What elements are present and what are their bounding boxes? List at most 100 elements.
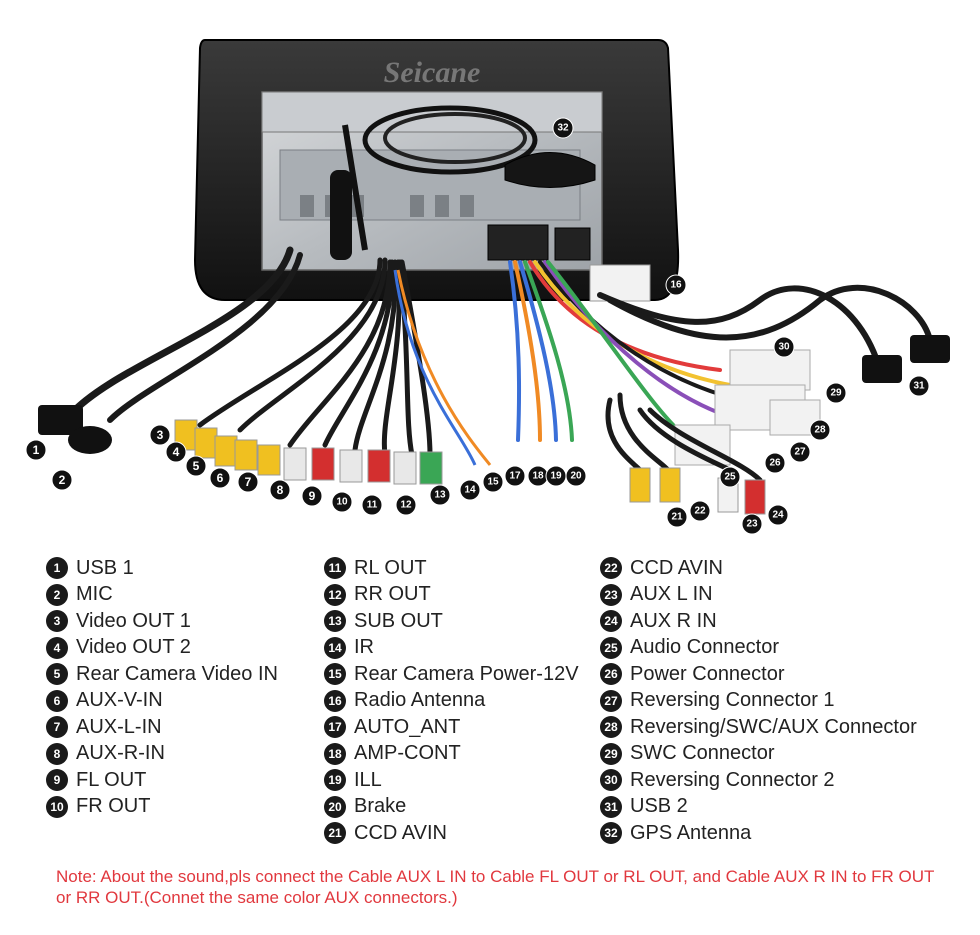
legend-number-badge: 31 [600, 795, 622, 818]
legend-label: CCD AVIN [630, 556, 723, 579]
callout-badge: 18 [527, 465, 549, 487]
callout-badge: 12 [395, 494, 417, 516]
callout-badge-number: 12 [400, 500, 412, 511]
callout-badge: 15 [482, 471, 504, 493]
callout-badge: 29 [825, 382, 847, 404]
legend-label: AUX-R-IN [76, 742, 165, 765]
callout-badge: 20 [565, 465, 587, 487]
callout-badge: 4 [165, 441, 187, 463]
legend-number-badge: 7 [46, 716, 68, 739]
callout-badge-number: 22 [694, 506, 706, 517]
legend-label: ILL [354, 768, 382, 791]
callout-badge-number: 27 [794, 447, 806, 458]
legend-label: USB 1 [76, 556, 134, 579]
legend-label: AUTO_ANT [354, 715, 461, 738]
usb2-cables [597, 284, 933, 373]
callout-badge: 30 [773, 336, 795, 358]
legend-number-badge: 30 [600, 769, 622, 792]
legend-number-badge: 3 [46, 610, 68, 633]
legend-number-badge: 20 [324, 795, 346, 818]
legend-number-badge: 4 [46, 636, 68, 659]
legend-number-badge: 2 [46, 583, 68, 606]
legend-number-badge: 18 [324, 742, 346, 765]
callout-badge-number: 32 [557, 123, 569, 134]
legend-label: RL OUT [354, 556, 427, 579]
callout-badge-number: 16 [670, 280, 682, 291]
callout-badge-number: 7 [245, 475, 252, 489]
legend-number-badge: 1 [46, 557, 68, 580]
legend-number-badge: 32 [600, 822, 622, 845]
legend-item: 19 ILL [324, 767, 579, 794]
legend-label: Reversing Connector 1 [630, 689, 835, 712]
legend-item: 20 Brake [324, 794, 579, 821]
wiring-diagram: Seicane [25, 39, 950, 535]
callout-badge-number: 13 [434, 490, 446, 501]
callout-badge: 32 [552, 117, 574, 139]
legend-number-badge: 5 [46, 663, 68, 686]
callout-badge: 31 [908, 375, 930, 397]
legend-item: 1 USB 1 [46, 555, 278, 582]
callout-badge-number: 11 [367, 500, 378, 511]
legend-number-badge: 23 [600, 583, 622, 606]
legend-label: AUX L IN [630, 583, 713, 606]
callout-badge-number: 9 [309, 489, 316, 503]
callout-badge: 13 [429, 484, 451, 506]
callout-badge-number: 8 [277, 483, 284, 497]
left-cable-bundle [66, 246, 433, 458]
legend-number-badge: 13 [324, 610, 346, 633]
legend-label: Radio Antenna [354, 689, 486, 712]
legend-number-badge: 19 [324, 769, 346, 792]
gps-cable-coil [362, 105, 538, 175]
gps-antenna-puck [504, 152, 596, 188]
legend-label: GPS Antenna [630, 821, 752, 844]
callout-badge-number: 1 [33, 443, 40, 457]
legend-label: AUX R IN [630, 609, 717, 632]
wiring-diagram-svg: Seicane [25, 39, 950, 535]
callout-badge-number: 5 [193, 459, 200, 473]
legend-label: SWC Connector [630, 742, 775, 765]
note-text: Note: About the sound,pls connect the Ca… [56, 867, 935, 907]
callout-badge: 23 [741, 513, 763, 535]
mic-plug [68, 426, 112, 454]
legend-label: Rear Camera Power-12V [354, 662, 579, 685]
usb2-plug [862, 355, 902, 383]
callout-badge-number: 31 [913, 381, 925, 392]
legend-label: AUX-V-IN [76, 689, 163, 712]
legend-item: 15 Rear Camera Power-12V [324, 661, 579, 688]
legend-label: IR [354, 636, 374, 659]
legend-label: Audio Connector [630, 636, 779, 659]
legend-item: 23 AUX L IN [600, 582, 917, 609]
callout-badge-number: 2 [59, 473, 66, 487]
callout-badge: 21 [666, 506, 688, 528]
legend-number-badge: 8 [46, 742, 68, 765]
white-connectors [674, 349, 821, 466]
brand-logo: Seicane [384, 56, 481, 89]
callout-badge: 16 [665, 274, 687, 296]
legend-number-badge: 17 [324, 716, 346, 739]
legend-number-badge: 14 [324, 636, 346, 659]
callout-badge: 28 [809, 419, 831, 441]
usb1-plug [38, 405, 83, 435]
callout-badge-number: 26 [769, 458, 781, 469]
callout-badge: 26 [764, 452, 786, 474]
callout-badge: 3 [149, 424, 171, 446]
callout-badge: 1 [25, 439, 47, 461]
legend-label: Brake [354, 795, 407, 818]
legend-number-badge: 15 [324, 663, 346, 686]
legend-label: FR OUT [76, 795, 151, 818]
